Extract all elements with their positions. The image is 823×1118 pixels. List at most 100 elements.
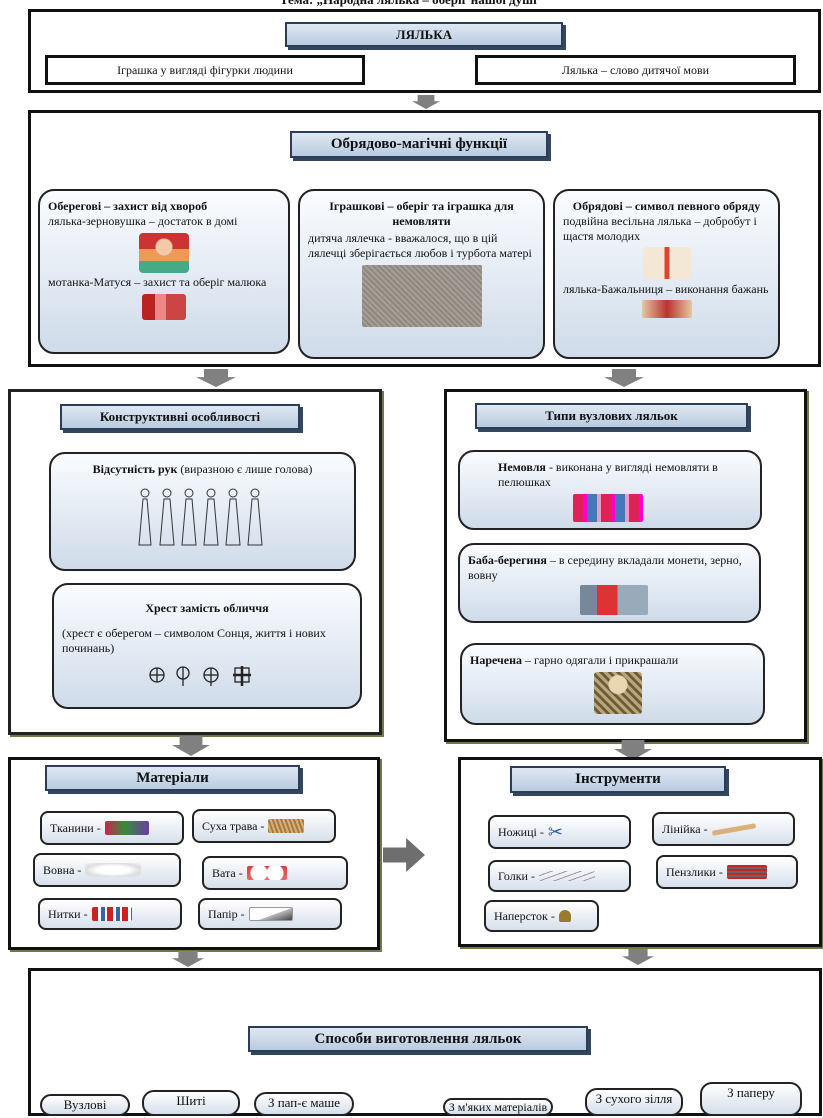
material-dry-grass: Суха трава - (192, 809, 336, 843)
construct-card-cross-heading: Хрест замість обличчя (145, 601, 269, 615)
function-card-protective-text2: мотанка-Матуся – захист та оберіг малюка (48, 275, 267, 289)
function-card-protective-heading: Оберегові – захист від хвороб (48, 199, 208, 213)
fabric-image (104, 821, 149, 835)
material-cotton: Вата - (202, 856, 348, 890)
doll-wish-image (641, 300, 692, 318)
header-title: Тема: „Народна лялька – оберіг нашої душ… (0, 0, 823, 8)
tools-title: Інструменти (510, 766, 726, 793)
tool-thimble: Наперсток - (484, 900, 599, 932)
methods-title: Способи виготовлення ляльок (248, 1026, 588, 1052)
doll-zernovushka-image (139, 233, 189, 273)
functions-title: Обрядово-магічні функції (290, 131, 548, 158)
doll-infant-image (361, 265, 482, 327)
method-sewn-label: Шиті (176, 1093, 206, 1108)
material-paper-label: Папір - (208, 906, 245, 921)
doll-wedding-image (642, 247, 691, 279)
types-card-bereginya: Баба-берегиня – в середину вкладали моне… (458, 543, 761, 623)
down-arrow-4-right (622, 949, 654, 965)
down-arrow-3-left (172, 736, 210, 756)
lyalka-right-box: Лялька – слово дитячої мови (475, 55, 796, 85)
material-wool: Вовна - (33, 853, 181, 887)
construct-card-no-arms-heading: Відсутність рук (92, 462, 178, 476)
method-paper-label: З паперу (727, 1085, 775, 1100)
material-dry-grass-label: Суха трава - (202, 818, 265, 833)
method-sewn: Шиті (142, 1090, 240, 1116)
method-dry-herbs-label: З сухого зілля (595, 1091, 673, 1106)
construct-card-no-arms: Відсутність рук (виразною є лише голова) (49, 452, 356, 571)
method-dry-herbs: З сухого зілля (585, 1088, 683, 1116)
paper-image (248, 907, 293, 921)
needles-image (538, 871, 595, 881)
function-card-ritual-text2: лялька-Бажальниця – виконання бажань (563, 282, 769, 296)
down-arrow-1 (412, 95, 440, 109)
brushes-image (726, 865, 767, 879)
tool-needles-label: Голки - (498, 868, 535, 883)
tool-ruler: Лінійка - (652, 812, 795, 846)
scissors-icon: ✂ (547, 821, 563, 842)
lyalka-left-text: Іграшка у вигляді фігурки людини (117, 62, 293, 77)
dolls-sketch-image (137, 488, 263, 546)
function-card-toy: Іграшкові – оберіг та іграшка для немовл… (298, 189, 545, 359)
material-threads: Нитки - (38, 898, 182, 930)
material-wool-label: Вовна - (43, 862, 82, 877)
function-card-toy-text1: дитяча лялечка - вважалося, що в цій лял… (308, 231, 532, 260)
material-fabric-label: Тканини - (50, 820, 101, 835)
types-card-bride-text: – гарно одягали і прикрашали (522, 653, 679, 667)
tool-needles: Голки - (488, 860, 631, 892)
material-cotton-label: Вата - (212, 865, 243, 880)
construct-card-cross: Хрест замість обличчя (хрест є оберегом … (52, 583, 362, 709)
lyalka-title: ЛЯЛЬКА (285, 22, 563, 47)
bereginya-doll-image (580, 585, 648, 615)
method-soft-materials-label: З м'яких матеріалів (448, 1100, 548, 1114)
ruler-image (711, 822, 756, 836)
tool-scissors-label: Ножиці - (498, 824, 544, 839)
types-card-bride: Наречена – гарно одягали і прикрашали (460, 643, 765, 725)
down-arrow-2-left (196, 369, 236, 387)
down-arrow-2-right (604, 369, 644, 387)
right-arrow (383, 838, 425, 872)
types-card-bride-heading: Наречена (470, 653, 523, 667)
doll-matusya-image (142, 294, 186, 320)
method-papier-mache-label: З пап-є маше (267, 1095, 341, 1110)
lyalka-left-box: Іграшка у вигляді фігурки людини (45, 55, 365, 85)
types-title: Типи вузлових ляльок (475, 403, 748, 429)
tool-ruler-label: Лінійка - (662, 821, 708, 836)
construct-card-cross-text: (хрест є оберегом – символом Сонця, житт… (62, 626, 326, 655)
lyalka-right-text: Лялька – слово дитячої мови (561, 62, 710, 77)
tool-brushes-label: Пензлики - (666, 864, 723, 879)
tool-brushes: Пензлики - (656, 855, 798, 889)
infant-dolls-image (573, 494, 643, 522)
method-soft-materials: З м'яких матеріалів (443, 1098, 553, 1116)
function-card-ritual-text1: подвійна весільна лялька – добробут і ща… (563, 214, 757, 243)
function-card-protective-text1: лялька-зерновушка – достаток в домі (48, 214, 238, 228)
types-card-bereginya-heading: Баба-берегиня (468, 553, 547, 567)
method-knot-label: Вузлові (63, 1097, 107, 1112)
function-card-ritual-heading: Обрядові – символ певного обряду (572, 199, 761, 213)
function-card-protective: Оберегові – захист від хвороб лялька-зер… (38, 189, 290, 354)
cotton-image (246, 866, 287, 880)
material-paper: Папір - (198, 898, 342, 930)
wool-image (85, 863, 142, 877)
materials-title: Матеріали (45, 765, 300, 791)
function-card-ritual: Обрядові – символ певного обряду подвійн… (553, 189, 780, 359)
cross-symbols-image (149, 666, 251, 686)
page-header: Тема: „Народна лялька – оберіг нашої душ… (0, 0, 823, 8)
types-card-bereginya-text: – в середину вкладали монети, зерно, вов… (468, 553, 742, 582)
method-papier-mache: З пап-є маше (254, 1092, 354, 1116)
method-knot: Вузлові (40, 1094, 130, 1116)
tool-thimble-label: Наперсток - (494, 908, 555, 923)
construct-title: Конструктивні особливості (60, 404, 300, 430)
bride-doll-image (594, 672, 642, 714)
function-card-toy-heading: Іграшкові – оберіг та іграшка для немовл… (329, 199, 514, 228)
dry-grass-image (268, 819, 305, 833)
types-card-infant-heading: Немовля (498, 460, 546, 474)
construct-card-no-arms-note: (виразною є лише голова) (180, 462, 313, 476)
material-threads-label: Нитки - (48, 906, 88, 921)
down-arrow-4-left (172, 951, 204, 967)
method-paper: З паперу (700, 1082, 802, 1116)
thimble-icon (558, 910, 571, 922)
types-card-infant-text: - виконана у вигляді немовляти в пелюшка… (498, 460, 718, 489)
material-fabric: Тканини - (40, 811, 184, 845)
threads-image (91, 907, 132, 921)
tool-scissors: Ножиці - ✂ (488, 815, 631, 849)
